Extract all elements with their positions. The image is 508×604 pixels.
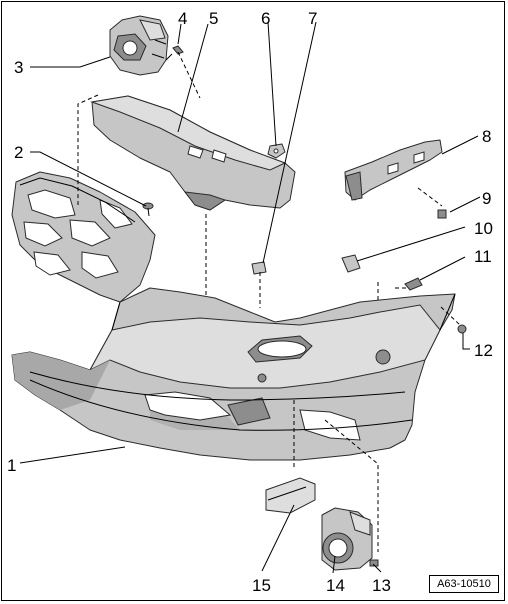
bumper-cover-part bbox=[11, 287, 456, 461]
clip-part-7 bbox=[251, 261, 267, 275]
callout-9: 9 bbox=[482, 189, 491, 208]
callout-11: 11 bbox=[474, 247, 492, 266]
callout-labels: 1 2 3 4 5 6 7 8 9 10 11 12 13 14 15 bbox=[7, 9, 493, 595]
callout-5: 5 bbox=[209, 9, 218, 28]
callout-7: 7 bbox=[308, 9, 317, 28]
grille-frame bbox=[11, 171, 156, 303]
clip-part-10 bbox=[341, 254, 361, 273]
callout-10: 10 bbox=[474, 219, 493, 238]
sensor-holder-bottom-part bbox=[321, 507, 373, 571]
screw-part-11 bbox=[404, 277, 423, 291]
side-bracket-part bbox=[344, 139, 443, 201]
nut-part-12 bbox=[457, 324, 467, 334]
callout-12: 12 bbox=[474, 341, 493, 360]
callout-4: 4 bbox=[178, 9, 187, 28]
callout-2: 2 bbox=[14, 143, 23, 162]
screw-part-4 bbox=[165, 45, 184, 61]
callout-6: 6 bbox=[261, 9, 270, 28]
screw-part-13 bbox=[369, 559, 379, 567]
sensor-holder-top-part bbox=[109, 15, 169, 76]
callout-8: 8 bbox=[482, 127, 491, 146]
callout-14: 14 bbox=[326, 576, 345, 595]
callout-13: 13 bbox=[372, 576, 391, 595]
bumper-support-part bbox=[90, 95, 296, 211]
clip-part-6 bbox=[267, 143, 286, 159]
cover-cap-part bbox=[265, 477, 316, 514]
callout-3: 3 bbox=[14, 58, 23, 77]
callout-15: 15 bbox=[252, 576, 271, 595]
reference-code: A63-10510 bbox=[429, 575, 499, 593]
callout-1: 1 bbox=[7, 456, 16, 475]
assembly-lines bbox=[77, 51, 461, 552]
callout-leaders bbox=[19, 21, 481, 574]
screw-part-9 bbox=[437, 209, 447, 219]
screw-part-2 bbox=[142, 202, 154, 217]
